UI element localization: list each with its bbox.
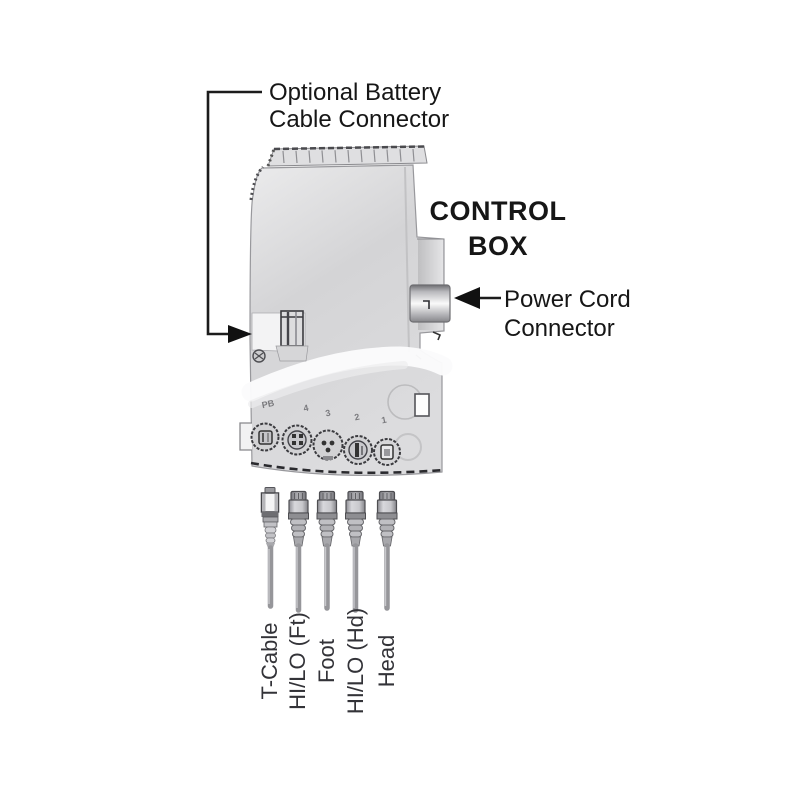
- battery-cable-connector-part: [251, 310, 309, 362]
- screw-icon: [252, 349, 266, 363]
- box-left-clip: [239, 422, 252, 451]
- port-3: [312, 429, 344, 461]
- power-arrowhead-icon: [454, 287, 480, 309]
- control-box-title-line1: CONTROL: [429, 196, 567, 226]
- control-box-title: CONTROL BOX: [424, 194, 572, 264]
- battery-connector-callout-line1: Optional Battery: [269, 79, 442, 106]
- power-cord-callout-line1: Power Cord: [504, 286, 631, 313]
- power-leader-line: [454, 287, 501, 309]
- cable-label-t-cable: T-Cable: [257, 622, 282, 700]
- port-1: [373, 438, 401, 466]
- port-2: [343, 435, 373, 465]
- port-4: [281, 424, 313, 456]
- control-box-body: [239, 145, 453, 476]
- box-ribbed-cap: [266, 145, 428, 167]
- battery-arrowhead-icon: [228, 325, 252, 343]
- box-corner-hatching: [249, 165, 265, 201]
- box-right-shading: [404, 166, 410, 353]
- port-t-cable: [250, 422, 280, 452]
- box-bottom-dashed-edge: [250, 461, 445, 475]
- box-highlight-sweep: [241, 346, 453, 408]
- cable-label-head: Head: [374, 634, 399, 688]
- battery-connector-callout: Optional Battery Cable Connector: [269, 79, 449, 133]
- cables-illustration: [260, 487, 398, 613]
- battery-leader-line: [206, 90, 262, 343]
- power-cord-connector-part: [409, 238, 451, 360]
- battery-connector-callout-line2: Cable Connector: [269, 106, 450, 133]
- cable-label-hilo-ft: HI/LO (Ft): [285, 612, 310, 710]
- cable-label-hilo-hd: HI/LO (Hd): [343, 607, 368, 715]
- cable-label-foot: Foot: [314, 638, 339, 684]
- cable-t-cable: [260, 487, 280, 609]
- power-cord-callout-line2: Connector: [504, 315, 615, 342]
- box-slot: [414, 393, 430, 417]
- cable-head: [376, 490, 398, 611]
- cable-hilo-hd: [345, 490, 366, 613]
- cable-hilo-ft: [288, 490, 309, 613]
- power-cord-callout: Power Cord Connector: [504, 285, 631, 343]
- box-port-row: [250, 422, 422, 466]
- cable-foot: [316, 490, 338, 611]
- control-box-title-line2: BOX: [467, 231, 528, 261]
